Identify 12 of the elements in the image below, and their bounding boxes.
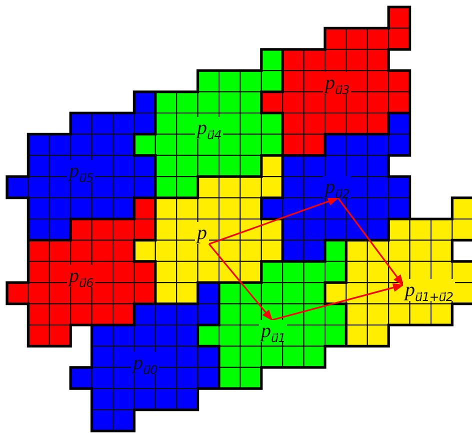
arrow [337,198,404,286]
point-label: p$_{u⃗5}$ [67,160,96,182]
arrow [272,283,404,321]
point-label: p$_{u⃗0}$ [131,352,160,374]
arrow [208,197,340,245]
point-label: p$_{u⃗2}$ [323,176,352,198]
point-label: p$_{u⃗1}$ [259,320,288,342]
point-label: p [195,222,209,244]
arrow [208,243,273,321]
point-label: p$_{u⃗3}$ [323,72,352,94]
point-label: p$_{u⃗4}$ [195,117,224,139]
point-label: p$_{u⃗6}$ [67,265,96,287]
